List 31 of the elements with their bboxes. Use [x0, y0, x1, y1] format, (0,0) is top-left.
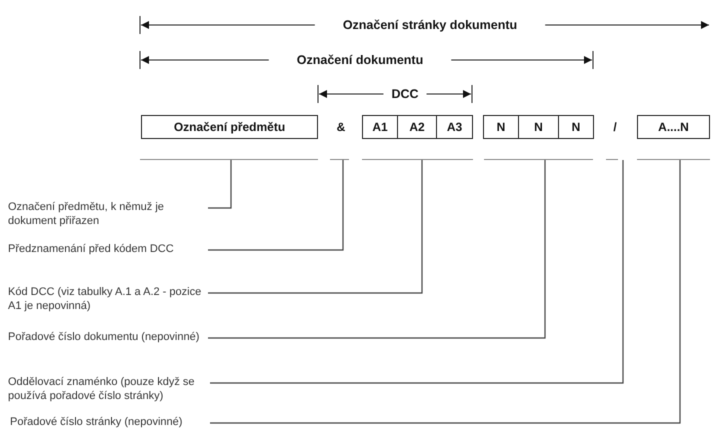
dimension-label: Označení stránky dokumentu [342, 18, 518, 32]
description-text: Oddělovací znaménko (pouze když se používá pořadové číslo stránky) [8, 375, 210, 405]
underline-bar [330, 159, 349, 160]
description-text: Pořadové číslo dokumentu (nepovinné) [8, 330, 208, 360]
code-field: N [558, 115, 594, 139]
underline-bar [362, 159, 473, 160]
code-field: A1 [362, 115, 398, 139]
leader-line [210, 160, 624, 384]
description-text: Označení předmětu, k němuž je dokument přiřazen [8, 200, 208, 230]
code-field: A2 [397, 115, 437, 139]
leader-line [208, 160, 423, 294]
leader-line [208, 160, 546, 339]
code-field: N [483, 115, 519, 139]
description-text: Kód DCC (viz tabulky A.1 a A.2 - pozice A1 je nepovinná) [8, 285, 208, 315]
underline-bar [606, 159, 618, 160]
code-field: A3 [436, 115, 473, 139]
leader-line [210, 160, 681, 424]
underline-bar [484, 159, 593, 160]
code-field: N [518, 115, 559, 139]
code-field: A....N [637, 115, 710, 139]
description-text: Předznamenání před kódem DCC [8, 242, 208, 272]
dimension-label: Označení dokumentu [296, 53, 424, 67]
code-field: Označení předmětu [141, 115, 318, 139]
description-text: Pořadové číslo stránky (nepovinné) [10, 415, 210, 444]
leader-line [208, 160, 344, 251]
separator-sign: & [332, 115, 350, 139]
leader-line [208, 160, 232, 209]
dimension-label: DCC [391, 87, 419, 101]
underline-bar [140, 159, 318, 160]
underline-bar [637, 159, 710, 160]
separator-sign: / [608, 115, 622, 139]
